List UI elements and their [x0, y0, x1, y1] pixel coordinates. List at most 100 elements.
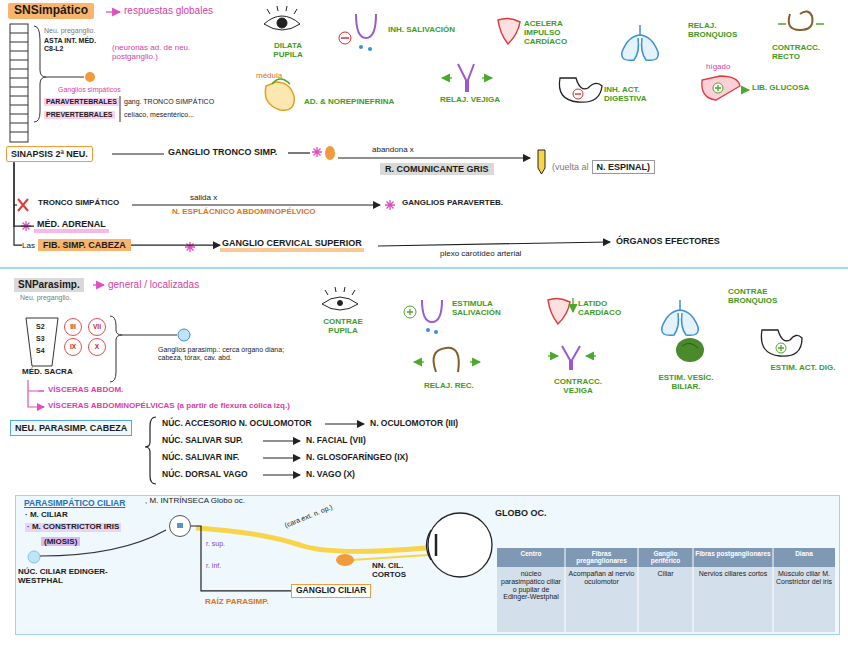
short-ciliary-nerves — [352, 555, 428, 560]
eyeball-icon — [427, 513, 493, 577]
table-header: Diana — [775, 550, 833, 557]
table-cell: Acompañan al nervio oculomotor — [567, 570, 636, 586]
rectum-icon — [778, 23, 824, 24]
spinal-cord — [46, 77, 84, 78]
rectum-icon — [789, 11, 813, 30]
node-text: (vuelta al — [552, 162, 589, 172]
note-text: Ganglios simpáticos — [58, 86, 121, 94]
eye-icon — [338, 301, 343, 306]
eyeball-icon — [428, 513, 492, 577]
node-text: VII — [93, 323, 101, 330]
note-text: general / localizadas — [108, 279, 199, 290]
note-text: (neuronas ad. de neu. postganglio.) — [112, 44, 207, 62]
note-text: Ganglios parasimp.: cerca órgano diana; … — [158, 346, 293, 362]
table-header: Fibras preganglionares — [567, 550, 636, 565]
gland-icon — [434, 330, 438, 334]
nerve-symbol — [538, 150, 545, 174]
effect-label: ESTIM. ACT. DIG. — [770, 364, 836, 373]
note-text: respuestas globales — [124, 5, 213, 16]
heart-icon — [572, 298, 573, 312]
node-text: (MIOSIS) — [44, 537, 77, 546]
note-text: celíaco, mesentérico... — [124, 111, 194, 119]
eye-icon — [264, 6, 300, 30]
stomach-icon — [559, 78, 602, 102]
effect-label: ACELERA IMPULSO CARDÍACO — [524, 20, 586, 47]
node-text: GANGLIO CILIAR — [296, 585, 366, 595]
nucleus-label: NÚC. SALIVAR INF. — [162, 453, 239, 463]
effect-label: ESTIM. VESÍC. BILIAR. — [650, 374, 722, 392]
node-text: GANGLIO CERVICAL SUPERIOR — [222, 238, 362, 248]
bladder-icon — [586, 355, 596, 356]
nerve-line — [40, 530, 166, 556]
nerve-label: N. VAGO (X) — [306, 470, 355, 480]
data-table — [497, 567, 835, 632]
nucleus-label: NÚC. DORSAL VAGO — [162, 470, 248, 480]
node-text: III — [177, 522, 183, 530]
segment-label: S3 — [36, 335, 45, 343]
stomach-icon — [761, 330, 802, 356]
process-box: (vuelta alN. ESPINAL) — [552, 160, 655, 174]
sacrum-symbol — [122, 335, 177, 336]
note-text: ASTA INT. MÉD. C8-L2 — [44, 37, 108, 53]
bladder-icon — [548, 346, 596, 370]
leader-arrow — [28, 380, 44, 407]
eye-icon — [322, 297, 358, 310]
organ-label: hígado — [706, 63, 730, 72]
gland-icon — [339, 32, 351, 44]
effect-label: RELAJ. REC. — [424, 382, 474, 391]
node-text: SINAPSIS 2ª NEU. — [11, 149, 88, 159]
pathway-lines — [338, 157, 530, 158]
bladder-icon — [442, 64, 492, 92]
liver-icon — [713, 83, 723, 93]
gland-icon — [407, 309, 413, 315]
bladder-icon — [458, 64, 474, 92]
effect-label: CONTRACC. VEJIGA — [550, 378, 606, 396]
node-text: X — [95, 343, 99, 350]
nerve-circle: III — [169, 515, 191, 537]
gallbladder-icon — [676, 338, 704, 362]
effect-label: DILATA PUPILA — [262, 42, 314, 60]
structure-label: TRONCO SIMPÁTICO — [38, 199, 119, 208]
term-label: PARAVERTEBRALES — [44, 98, 119, 106]
rectum-icon — [414, 348, 480, 372]
gallbladder-icon — [682, 343, 698, 348]
branch-label: r. sup. — [206, 540, 225, 548]
sacrum-symbol — [26, 318, 58, 366]
nerve-label: N. OCULOMOTOR (III) — [370, 419, 458, 429]
leader-arrow — [38, 391, 44, 407]
line-label: salida x — [190, 194, 217, 203]
ganglion-dot — [85, 72, 95, 82]
note-text: , M. INTRÍNSECA Globo oc. — [145, 497, 245, 506]
effect-label: ESTIMULA SALIVACIÓN — [452, 300, 512, 318]
highlight-box: GANGLIO CERVICAL SUPERIOR — [220, 238, 364, 252]
connector-line — [14, 162, 22, 245]
nerve-label: N. FACIAL (VII) — [306, 436, 366, 446]
spinal-cord — [10, 33, 28, 132]
panel-ground — [15, 495, 840, 635]
lungs-icon — [622, 25, 659, 60]
node-text: N. ESPINAL) — [592, 160, 656, 174]
heart-icon — [548, 298, 573, 324]
nerve-circle: X — [88, 338, 106, 356]
section-divider — [0, 267, 848, 269]
muscle-label: · M. CILIAR — [25, 511, 68, 520]
effect-label: LIB. GLUCOSA — [752, 84, 809, 93]
data-table — [497, 548, 835, 632]
effect-label: CONTRAE BRONQUIOS — [728, 288, 790, 306]
effect-label: INH. SALIVACIÓN — [388, 26, 455, 35]
stomach-icon — [761, 330, 802, 356]
spinal-cord — [120, 96, 121, 122]
pathway-lines — [112, 153, 164, 154]
table-header: Centro — [499, 550, 563, 557]
ciliary-ganglion — [336, 554, 354, 566]
muscle-label: · M. CONSTRICTOR IRIS — [25, 523, 121, 532]
title-highlight: SNSimpático — [8, 3, 94, 19]
node-text: MÉD. ADRENAL — [37, 219, 106, 229]
pathway-lines — [14, 153, 610, 246]
connector-line — [131, 245, 220, 246]
synapse-star — [312, 147, 322, 157]
nucleus-label: NÚC. SALIVAR SUP. — [162, 436, 243, 446]
synapse-star — [385, 200, 395, 210]
liver-icon — [702, 76, 740, 100]
sacrum-symbol — [110, 316, 122, 382]
